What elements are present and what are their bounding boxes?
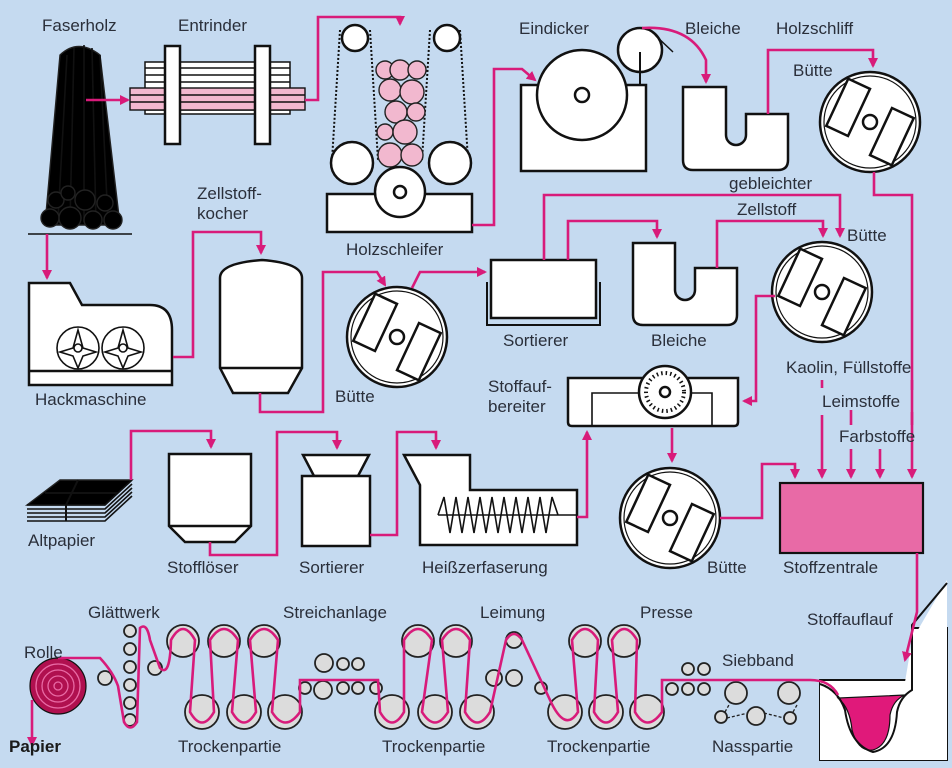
label-nasspartie: Nasspartie — [712, 737, 793, 756]
eindicker-machine — [519, 26, 674, 173]
labels: Faserholz Entrinder Eindicker Bleiche Ho… — [9, 16, 915, 756]
label-buette-low: Bütte — [707, 558, 747, 577]
label-buette-right: Bütte — [847, 226, 887, 245]
buette-top-vat — [818, 70, 922, 174]
label-buette-mid: Bütte — [335, 387, 375, 406]
label-farbstoffe: Farbstoffe — [839, 427, 915, 446]
label-stoffloeser: Stofflöser — [167, 558, 239, 577]
label-heisszerfaserung: Heißzerfaserung — [422, 558, 548, 577]
sortierer-low-machine — [300, 453, 372, 548]
label-stoffauflauf: Stoffauflauf — [807, 610, 893, 629]
holzschleifer-machine — [325, 23, 474, 234]
entrinder-machine — [129, 44, 306, 146]
label-trockenpartie-3: Trockenpartie — [547, 737, 650, 756]
label-trockenpartie-1: Trockenpartie — [178, 737, 281, 756]
label-zellstoff: Zellstoff — [737, 200, 796, 219]
bleiche-mid-tank — [631, 241, 739, 327]
label-buette-top: Bütte — [793, 61, 833, 80]
stoffauflauf-headbox — [819, 580, 948, 761]
label-holzschliff: Holzschliff — [776, 19, 853, 38]
label-rolle: Rolle — [24, 643, 63, 662]
sortierer-mid-machine — [486, 258, 601, 326]
label-kaolin: Kaolin, Füllstoffe — [786, 358, 911, 377]
label-stoffaufbereiter-1: Stoffauf- — [488, 377, 552, 396]
bleiche-top-tank — [681, 85, 790, 172]
stoffloeser-tank — [167, 452, 253, 544]
label-altpapier: Altpapier — [28, 531, 95, 550]
label-trockenpartie-2: Trockenpartie — [382, 737, 485, 756]
label-gebleichter: gebleichter — [729, 174, 813, 193]
stoffzentrale-tank — [778, 481, 925, 555]
altpapier-bundle — [24, 479, 134, 522]
label-sortierer-mid: Sortierer — [503, 331, 569, 350]
label-leimung: Leimung — [480, 603, 545, 622]
label-entrinder: Entrinder — [178, 16, 247, 35]
faserholz-log-stack — [28, 45, 132, 235]
buette-low-vat — [618, 466, 722, 570]
label-papier: Papier — [9, 737, 61, 756]
label-stoffzentrale: Stoffzentrale — [783, 558, 878, 577]
zellstoffkocher-tank — [218, 258, 304, 395]
label-bleiche-mid: Bleiche — [651, 331, 707, 350]
label-presse: Presse — [640, 603, 693, 622]
stoffaufbereiter-machine — [566, 364, 740, 428]
label-holzschleifer: Holzschleifer — [346, 240, 444, 259]
label-zellstoffkocher-2: kocher — [197, 204, 248, 223]
label-sortierer-low: Sortierer — [299, 558, 365, 577]
heisszerfaserung-machine — [401, 453, 579, 547]
label-stoffaufbereiter-2: bereiter — [488, 397, 546, 416]
label-glaettwerk: Glättwerk — [88, 603, 160, 622]
material-flow-lines — [27, 15, 919, 747]
hackmaschine-machine — [27, 281, 174, 387]
label-siebband: Siebband — [722, 651, 794, 670]
label-bleiche-top: Bleiche — [685, 19, 741, 38]
label-streichanlage: Streichanlage — [283, 603, 387, 622]
buette-right-vat — [770, 240, 874, 344]
label-zellstoffkocher-1: Zellstoff- — [197, 184, 262, 203]
buette-mid-vat — [345, 285, 449, 389]
label-faserholz: Faserholz — [42, 16, 117, 35]
label-eindicker: Eindicker — [519, 19, 589, 38]
label-leimstoffe: Leimstoffe — [822, 392, 900, 411]
label-hackmaschine: Hackmaschine — [35, 390, 147, 409]
paper-machine-rolls — [29, 624, 801, 730]
